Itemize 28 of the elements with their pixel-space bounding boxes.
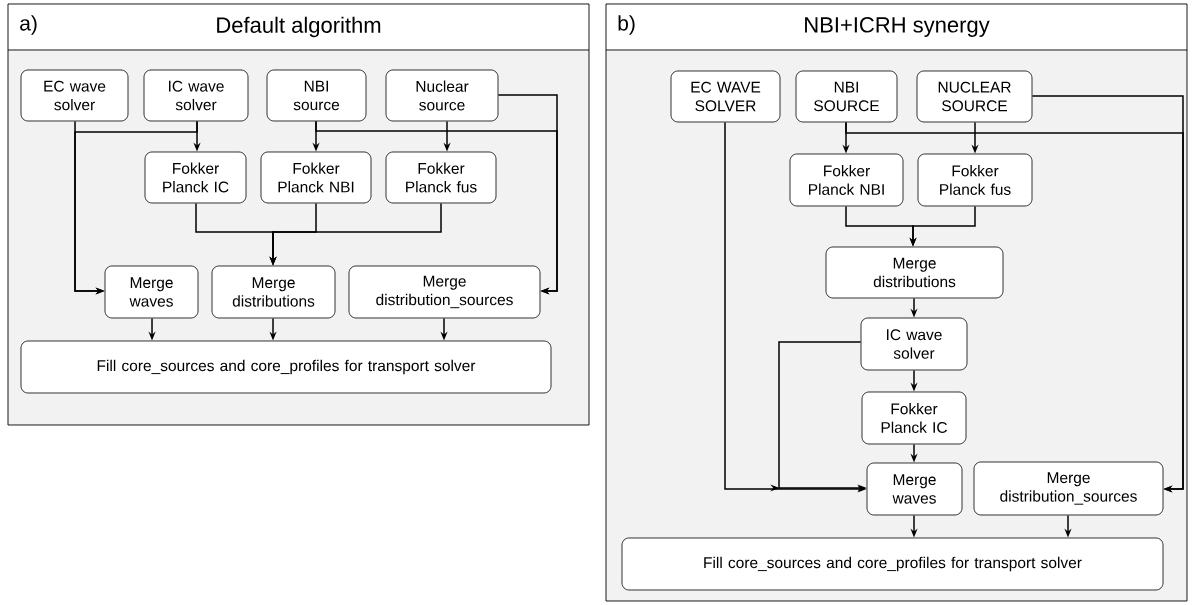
process-box: IC wave solver	[143, 69, 249, 122]
process-box: Fokker Planck IC	[144, 151, 247, 204]
process-box: EC WAVE SOLVER	[670, 70, 781, 123]
arrow	[497, 94, 558, 295]
process-box: Fill core_sources and core_profiles for transport solver	[621, 537, 1164, 591]
process-box: IC wave solver	[860, 317, 968, 371]
panel-title: NBI+ICRH synergy	[805, 17, 990, 37]
process-box: Nuclear source	[385, 69, 499, 122]
panel-label: b)	[618, 15, 635, 35]
process-box: Fokker Planck NBI	[260, 151, 372, 204]
arrow	[1031, 95, 1184, 493]
process-box: EC wave solver	[20, 69, 129, 122]
process-box: Fill core_sources and core_profiles for transport solver	[20, 340, 552, 394]
process-box: Fokker Planck fus	[385, 151, 497, 204]
process-box: Fokker Planck fus	[917, 153, 1033, 207]
process-box: Merge waves	[866, 462, 963, 516]
panel-label: a)	[20, 15, 37, 35]
panel-title: Default algorithm	[217, 16, 381, 38]
process-box: Merge distribution_sources	[973, 461, 1164, 516]
process-box: Fokker Planck NBI	[789, 153, 904, 207]
process-box: Fokker Planck IC	[861, 391, 967, 445]
process-box: NUCLEAR SOURCE	[916, 70, 1033, 123]
process-box: Merge distributions	[211, 265, 336, 319]
process-box: Merge distributions	[825, 246, 1004, 299]
process-box: Merge waves	[104, 265, 199, 319]
process-box: NBI source	[266, 69, 367, 122]
process-box: Merge distribution_sources	[348, 265, 541, 319]
process-box: NBI SOURCE	[795, 70, 898, 123]
